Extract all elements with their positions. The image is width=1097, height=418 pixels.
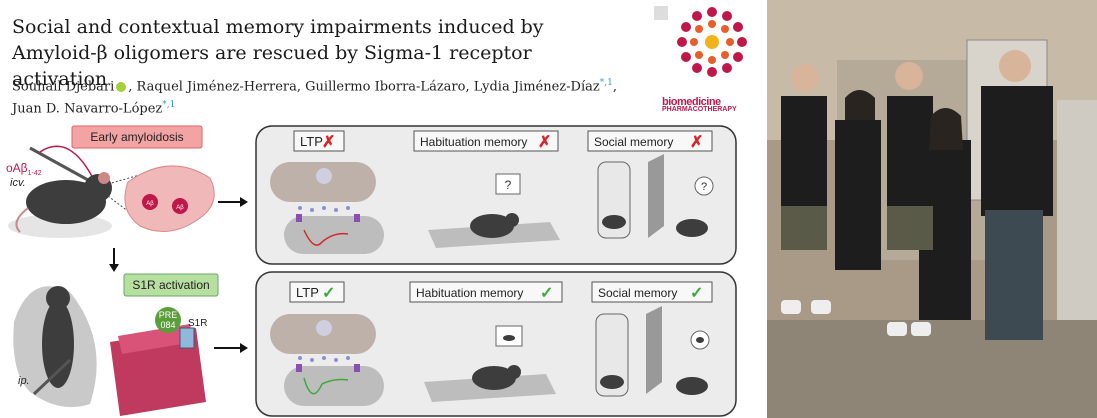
pre084-label-2: 084 [160,320,175,330]
svg-text:Habituation memory: Habituation memory [416,286,523,300]
early-amyloidosis-box [71,125,203,149]
group-photo [767,0,1097,418]
svg-text:Social memory: Social memory [598,286,677,300]
route-ip-label: ip. [18,375,30,387]
panel-header-ltp: LTP ✓ [289,281,345,303]
panel-header-social: Social memory ✓ [591,281,713,303]
cross-icon: ✗ [690,134,703,151]
route-icv-label: icv. [10,177,26,189]
author-affiliation-marker[interactable]: *,1 [162,100,176,111]
receptor-icon [179,327,195,349]
plaque-label: Aβ [176,205,184,211]
graphical-abstract: Early amyloidosis oAβ1-42 icv. Aβ Aβ S1R… [6,125,737,417]
hand-mouse-icon [13,286,97,408]
plaque-label: Aβ [146,201,154,207]
check-icon: ✓ [322,285,335,302]
membrane-icon [110,324,206,416]
svg-text:LTP: LTP [296,285,319,300]
cross-icon: ✗ [322,134,335,151]
author-name[interactable]: Lydia Jiménez-Díaz [473,79,600,95]
author-name[interactable]: Guillermo Iborra-Lázaro [305,79,466,95]
svg-text:?: ? [505,178,512,192]
panel-header-habituation: Habituation memory ✓ [409,281,563,303]
pre084-icon [155,307,181,333]
social-memory-icon [595,306,710,397]
svg-text:?: ? [701,181,707,193]
svg-text:Habituation memory: Habituation memory [420,135,527,149]
syringe-icon [32,358,72,396]
synapse-icon [270,162,384,254]
early-amyloidosis-label: Early amyloidosis [90,130,183,144]
cross-icon: ✗ [538,134,551,151]
mouse-icon [8,172,112,238]
author-name[interactable]: Raquel Jiménez-Herrera [136,79,297,95]
orcid-icon[interactable] [116,81,127,92]
author-name[interactable]: Souhail Djebari [12,79,115,95]
panel-header-ltp: LTP ✗ [293,130,345,152]
arrow-head-icon [109,264,119,272]
s1r-receptor-label: S1R [188,318,207,329]
mouse-habituation-icon: ? [428,173,560,248]
brain-slice-icon: Aβ Aβ [124,165,215,232]
author-list: Souhail Djebari, Raquel Jiménez-Herrera,… [12,78,617,117]
pre084-label-1: PRE [159,310,178,320]
arrow-head-icon [240,343,248,353]
svg-text:Social memory: Social memory [594,135,673,149]
mouse-habituation-icon [424,325,556,402]
journal-logo [654,6,747,77]
svg-text:LTP: LTP [300,134,323,149]
paper-title: Social and contextual memory impairments… [12,16,544,90]
author-name[interactable]: Juan D. Navarro-López [12,101,163,117]
syringe-icon [29,145,96,183]
arrow-head-icon [240,197,248,207]
drug-label: oAβ1-42 [6,161,42,177]
author-affiliation-marker[interactable]: *,1 [599,78,613,88]
panel-header-habituation: Habituation memory ✗ [413,130,559,152]
s1r-activation-label: S1R activation [132,278,209,292]
check-icon: ✓ [690,285,703,302]
check-icon: ✓ [540,285,553,302]
journal-name-sub: PHARMACOTHERAPY [662,106,737,113]
panel-header-social: Social memory ✗ [587,130,713,152]
s1r-activation-box [123,273,219,297]
synapse-icon [270,314,384,406]
social-memory-icon: ? [597,154,714,239]
journal-name: biomedicine [662,96,721,108]
